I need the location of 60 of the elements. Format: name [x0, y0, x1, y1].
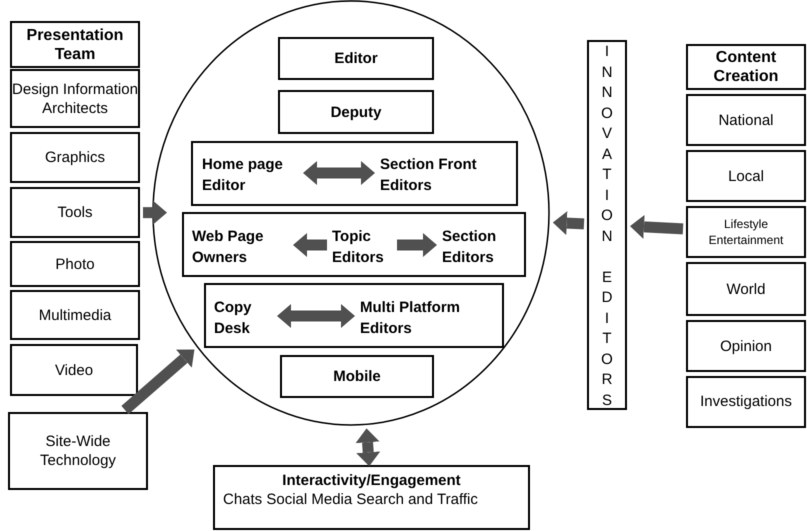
vertical-label: INNOVATION EDITORS [600, 42, 614, 408]
role-label: Web Page Owners [192, 227, 264, 268]
team-label: National [718, 110, 774, 130]
role-label: Multi Platform Editors [360, 298, 461, 339]
block-arrow [143, 200, 167, 225]
team-box [10, 187, 140, 238]
team-box [686, 150, 806, 202]
team-box [10, 132, 140, 183]
role-label: Copy Desk [214, 298, 252, 339]
column-heading: Content Creation [712, 48, 780, 86]
block-arrow [630, 214, 684, 239]
role-label: Mobile [333, 367, 381, 387]
box-heading: Interactivity/Engagement [281, 471, 462, 490]
role-box [278, 90, 434, 134]
team-label: Tools [57, 203, 93, 222]
team-label: Investigations [699, 392, 793, 412]
role-group-box [182, 212, 526, 277]
team-box [10, 290, 140, 340]
block-arrow [303, 161, 375, 185]
team-box [10, 241, 140, 287]
team-label: Multimedia [38, 306, 112, 324]
role-label: Section Editors [442, 227, 498, 268]
box-description: Chats Social Media Search and Traffic [223, 490, 479, 510]
block-arrow [356, 428, 380, 466]
role-group-box [204, 283, 504, 348]
role-label: Home page Editor [202, 155, 284, 196]
block-arrow [552, 211, 584, 236]
team-label: Design Information Architects [12, 80, 138, 118]
block-arrow [121, 349, 194, 414]
heading-box [10, 21, 140, 68]
team-label: Photo [55, 254, 95, 274]
role-label: Editor [334, 49, 378, 69]
block-arrow [397, 233, 437, 257]
role-box [278, 37, 434, 80]
team-box [686, 262, 806, 316]
role-label: Topic Editors [332, 227, 385, 268]
engagement-box [213, 465, 530, 530]
role-label: Deputy [330, 102, 382, 122]
team-box [686, 94, 806, 146]
vertical-label-box [587, 40, 627, 410]
team-box [10, 344, 138, 396]
team-label: Site-Wide Technology [39, 432, 117, 470]
team-box [686, 206, 806, 258]
block-arrow [277, 304, 355, 328]
team-label: Local [728, 166, 764, 186]
team-label: World [726, 280, 766, 298]
team-label: Lifestyle Entertainment [708, 216, 784, 248]
team-label: Opinion [720, 336, 772, 356]
team-box [686, 376, 806, 428]
column-heading: Presentation Team [26, 26, 124, 64]
heading-box [686, 44, 806, 90]
block-arrow [293, 233, 327, 257]
role-label: Section Front Editors [380, 155, 478, 196]
team-box [10, 69, 140, 128]
team-box [8, 412, 148, 490]
team-label: Graphics [44, 148, 106, 167]
role-box [280, 355, 434, 398]
role-group-box [191, 141, 518, 206]
team-box [686, 320, 806, 372]
team-label: Video [54, 360, 94, 380]
